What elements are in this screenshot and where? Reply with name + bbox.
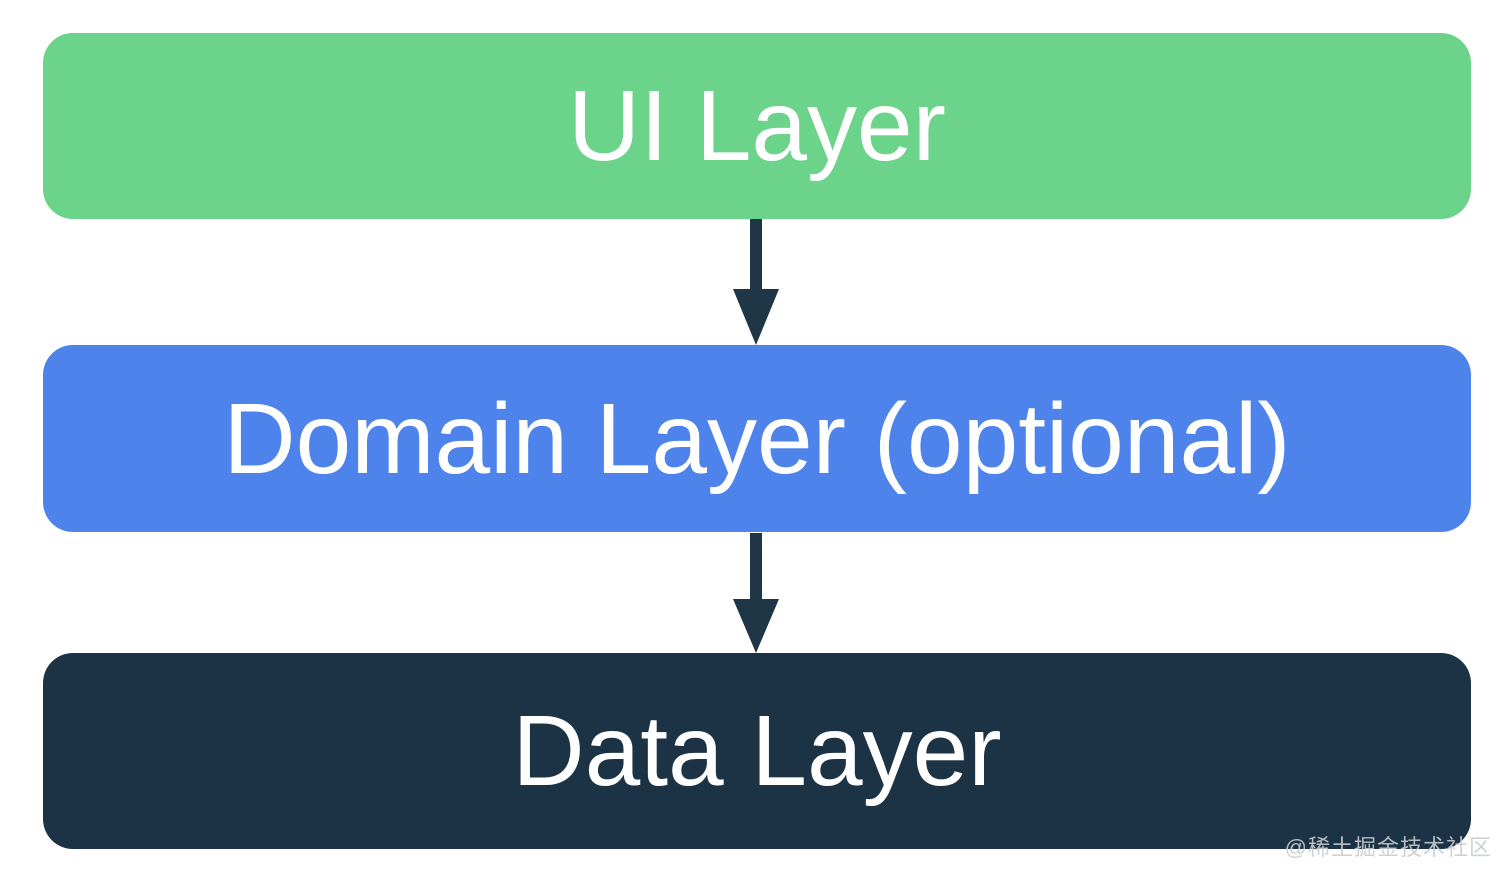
domain-layer-box: Domain Layer (optional): [43, 345, 1471, 532]
data-layer-label: Data Layer: [512, 695, 1002, 807]
ui-layer-box: UI Layer: [43, 33, 1471, 219]
ui-layer-label: UI Layer: [568, 70, 946, 182]
arrow-down-icon: [726, 533, 786, 653]
arrow-down-icon: [726, 219, 786, 345]
watermark-text: @稀土掘金技术社区: [1284, 835, 1492, 860]
domain-layer-label: Domain Layer (optional): [223, 382, 1291, 495]
data-layer-box: Data Layer: [43, 653, 1471, 849]
